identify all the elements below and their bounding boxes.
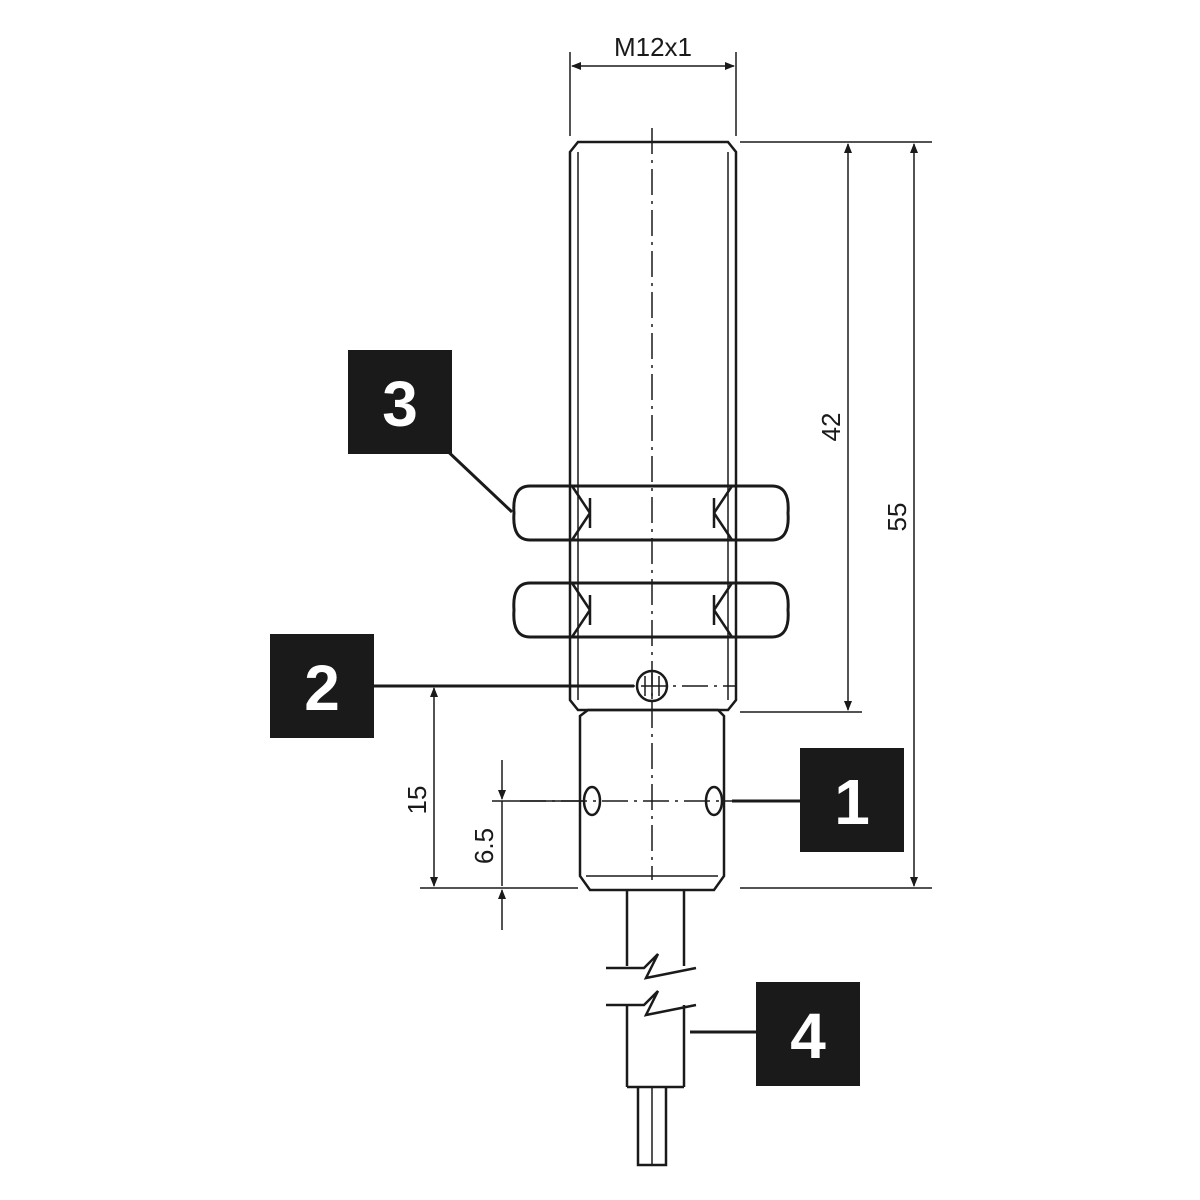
callout-3: 3 [348, 350, 514, 514]
callout-4: 4 [690, 982, 860, 1086]
cable [606, 890, 697, 1167]
dim-42-label: 42 [816, 413, 846, 442]
upper-nut [512, 484, 790, 542]
threaded-body [568, 140, 738, 712]
lower-housing [520, 708, 736, 892]
dimension-42: 42 [816, 143, 852, 711]
dimension-thread: M12x1 [569, 32, 737, 136]
dimension-55: 55 [882, 143, 918, 887]
callout-1: 1 [732, 748, 904, 852]
dim-6-5-label: 6.5 [469, 828, 499, 864]
thread-label: M12x1 [614, 32, 692, 62]
dim-15-label: 15 [402, 786, 432, 815]
callout-2-label: 2 [304, 652, 340, 724]
callout-2: 2 [270, 634, 634, 738]
callout-3-label: 3 [382, 368, 418, 440]
dimension-15: 15 [402, 687, 438, 887]
callout-4-label: 4 [790, 1000, 826, 1072]
dim-55-label: 55 [882, 503, 912, 532]
dimension-6-5: 6.5 [469, 760, 585, 930]
callout-1-label: 1 [834, 766, 870, 838]
lower-nut [512, 581, 790, 639]
